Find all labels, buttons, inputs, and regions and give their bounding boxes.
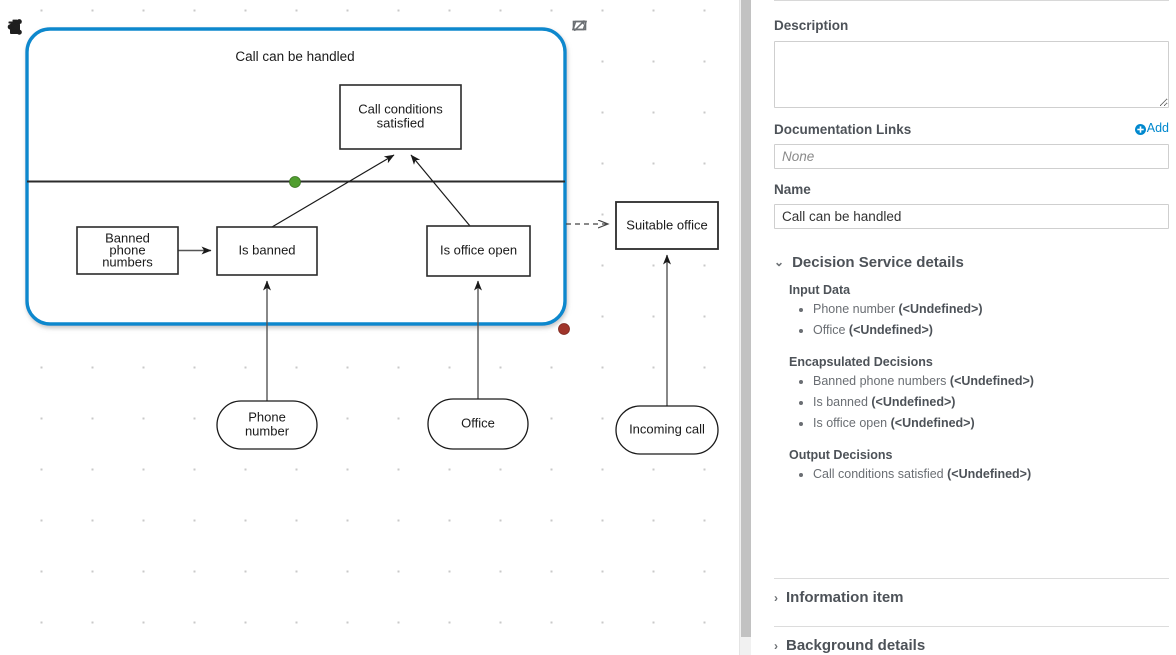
node-label-line1: Banned <box>105 230 150 245</box>
edge-is-banned-to-call-conditions[interactable] <box>271 154 395 228</box>
information-item-header[interactable]: › Information item <box>774 579 1169 610</box>
chevron-right-icon: › <box>774 638 778 653</box>
node-office[interactable]: Office <box>427 398 529 450</box>
detail-item-name: Office <box>813 322 849 337</box>
background-details-section: › Background details <box>774 626 1169 655</box>
node-label-line2: phone <box>109 242 145 257</box>
decision-service-details-title: Decision Service details <box>792 253 964 271</box>
node-incoming-call[interactable]: Incoming call <box>615 405 719 455</box>
detail-item-name: Is office open <box>813 415 891 430</box>
detail-item-type: (<Undefined>) <box>947 466 1032 481</box>
rectangle-shape-icon[interactable] <box>571 20 591 63</box>
node-phone-number[interactable]: Phone number <box>216 400 318 450</box>
description-label: Description <box>774 18 849 33</box>
decision-service-groups: Input DataPhone number (<Undefined>)Offi… <box>774 275 1169 485</box>
node-label-line1: Phone <box>248 409 286 424</box>
node-label-line2: satisfied <box>377 115 425 130</box>
documentation-links-input[interactable] <box>774 143 1169 169</box>
container-label: Call can be handled <box>235 49 354 64</box>
detail-item-name: Banned phone numbers <box>813 373 950 388</box>
properties-panel: Description Documentation Links Ad <box>752 0 1176 655</box>
edge-is-office-open-to-call-conditions[interactable] <box>410 154 471 227</box>
detail-item-name: Call conditions satisfied <box>813 466 948 481</box>
add-documentation-link-button[interactable]: Add <box>1134 121 1169 135</box>
name-field-group: Name <box>774 169 1169 229</box>
node-call-conditions-satisfied[interactable]: Call conditions satisfied <box>339 84 462 150</box>
decision-service-details-section: ⌄ Decision Service details Input DataPho… <box>774 229 1169 485</box>
information-item-section: › Information item <box>774 578 1169 610</box>
node-label-line3: numbers <box>102 254 153 269</box>
share-icon[interactable] <box>6 19 26 62</box>
information-item-divider <box>774 578 1169 579</box>
node-label: Incoming call <box>629 421 705 436</box>
node-label-line2: number <box>245 423 290 438</box>
list-item: Is banned (<Undefined>) <box>813 392 1169 413</box>
documentation-links-group: Documentation Links Add <box>774 108 1169 169</box>
detail-group-title: Encapsulated Decisions <box>789 354 933 369</box>
detail-list: Banned phone numbers (<Undefined>)Is ban… <box>789 371 1169 434</box>
node-label: Is banned <box>238 242 295 257</box>
detail-item-name: Is banned <box>813 394 872 409</box>
canvas-tool-icons <box>6 18 28 62</box>
node-is-office-open[interactable]: Is office open <box>426 225 531 277</box>
canvas-shape-icons <box>571 17 595 89</box>
list-item: Call conditions satisfied (<Undefined>) <box>813 464 1169 485</box>
detail-item-type: (<Undefined>) <box>949 373 1034 388</box>
list-item: Banned phone numbers (<Undefined>) <box>813 371 1169 392</box>
node-is-banned[interactable]: Is banned <box>216 226 318 276</box>
detail-group-title: Output Decisions <box>789 447 893 462</box>
node-label: Office <box>461 415 495 430</box>
detail-group: Encapsulated DecisionsBanned phone numbe… <box>789 355 1169 434</box>
list-item: Phone number (<Undefined>) <box>813 299 1169 320</box>
scrollbar-thumb[interactable] <box>741 0 751 637</box>
detail-list: Phone number (<Undefined>)Office (<Undef… <box>789 299 1169 341</box>
detail-group: Output DecisionsCall conditions satisfie… <box>789 448 1169 485</box>
chevron-right-icon: › <box>774 590 778 605</box>
name-label: Name <box>774 181 811 197</box>
node-banned-phone-numbers[interactable]: Banned phone numbers <box>76 226 179 275</box>
list-item: Office (<Undefined>) <box>813 320 1169 341</box>
name-input[interactable] <box>774 203 1169 229</box>
background-details-header[interactable]: › Background details <box>774 627 1169 655</box>
diagram-edges <box>178 154 671 406</box>
description-field-group: Description <box>774 0 1169 108</box>
description-textarea[interactable] <box>774 41 1169 108</box>
detail-group: Input DataPhone number (<Undefined>)Offi… <box>789 283 1169 341</box>
background-details-divider <box>774 626 1169 627</box>
add-documentation-link-label: Add <box>1146 121 1169 135</box>
detail-item-type: (<Undefined>) <box>898 301 983 316</box>
detail-item-type: (<Undefined>) <box>848 322 933 337</box>
node-label-line1: Call conditions <box>358 101 443 116</box>
background-details-title: Background details <box>786 637 926 654</box>
canvas-vertical-scrollbar[interactable] <box>739 0 751 655</box>
panel-top-divider <box>774 0 1169 1</box>
plus-circle-icon <box>1134 123 1146 135</box>
node-label: Is office open <box>440 242 517 257</box>
information-item-title: Information item <box>786 589 904 606</box>
node-label: Suitable office <box>626 217 707 232</box>
container-divider-handle[interactable] <box>289 176 301 188</box>
container-resize-handle[interactable] <box>558 323 570 335</box>
node-suitable-office[interactable]: Suitable office <box>615 201 719 250</box>
detail-item-type: (<Undefined>) <box>890 415 975 430</box>
parallelogram-shape-icon[interactable] <box>571 20 591 87</box>
list-item: Is office open (<Undefined>) <box>813 413 1169 434</box>
detail-item-type: (<Undefined>) <box>871 394 956 409</box>
decision-service-details-header[interactable]: ⌄ Decision Service details <box>774 250 1169 275</box>
detail-group-title: Input Data <box>789 282 851 297</box>
chevron-down-icon: ⌄ <box>774 255 785 269</box>
diagram-canvas[interactable]: Call can be handled <box>0 0 739 655</box>
detail-list: Call conditions satisfied (<Undefined>) <box>789 464 1169 485</box>
detail-item-name: Phone number <box>813 301 899 316</box>
diagram-svg: Call can be handled <box>25 27 719 455</box>
documentation-links-label: Documentation Links <box>774 121 912 137</box>
